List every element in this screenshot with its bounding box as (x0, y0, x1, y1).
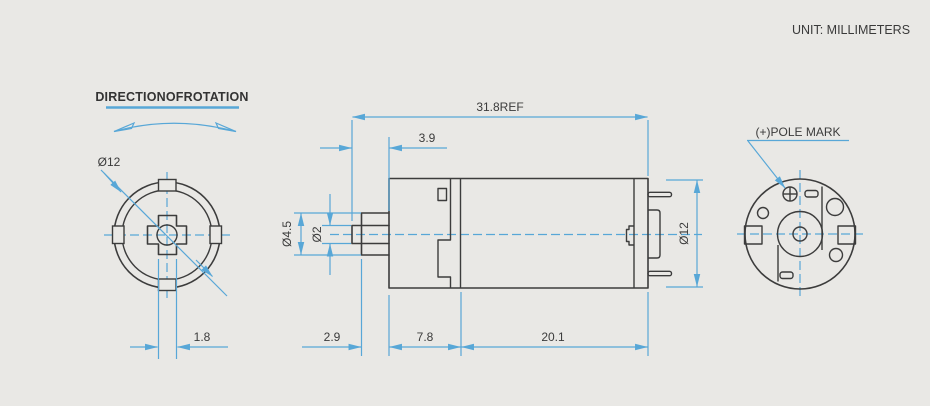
motor-body-outline (388, 177, 649, 289)
rear-terminal-slot-bottom (779, 271, 794, 280)
shaft-boss (360, 212, 390, 256)
front-slot-width-text: 1.8 (194, 330, 211, 344)
rear-bearing-bump (625, 225, 634, 246)
boss-length-dim: 2.9 (302, 259, 390, 356)
shaft-extension-dim: 3.9 (320, 131, 447, 211)
rear-terminal-slot-top (804, 189, 819, 198)
front-view: DIRECTIONOFROTATION Ø12 (95, 90, 248, 359)
gearbox-length-text: 7.8 (417, 330, 434, 344)
rear-hole-upper-right (825, 197, 845, 217)
front-slot-bottom (157, 278, 177, 292)
motor-length-dim: 20.1 (460, 292, 649, 356)
body-diameter-dim: Ø12 (666, 179, 703, 288)
front-outer-circle (113, 181, 221, 289)
rear-tab-right (837, 225, 857, 245)
shaft-diameter-text: Ø2 (310, 226, 324, 242)
side-view: 31.8REF 3.9 Ø4.5 Ø2 2 (280, 100, 703, 356)
unit-note: UNIT: MILLIMETERS (792, 23, 910, 37)
shaft-extension-text: 3.9 (419, 131, 436, 145)
rear-cap-bump (648, 209, 661, 259)
gearbox-parting-line (437, 178, 452, 288)
front-shaft-circle (156, 224, 178, 246)
front-slot-top (157, 178, 177, 192)
rear-tab-left (743, 225, 763, 245)
rear-hole-lower-right (828, 247, 844, 263)
overall-length-text: 31.8REF (476, 100, 523, 114)
terminal-pin-top (647, 191, 673, 198)
front-diameter-text: Ø12 (98, 155, 121, 169)
pole-mark-icon (782, 186, 798, 202)
gearbox-window (437, 187, 448, 202)
front-slot-left (111, 225, 125, 245)
rear-view: (+)POLE MARK (737, 125, 864, 299)
pole-mark-text: (+)POLE MARK (755, 125, 840, 139)
rotation-arrow-icon (113, 121, 237, 133)
rear-shaft-end-circle (792, 226, 808, 242)
body-diameter-text: Ø12 (677, 222, 691, 245)
pole-mark-callout: (+)POLE MARK (747, 125, 849, 189)
overall-length-dim: 31.8REF (351, 100, 649, 221)
shaft-diameter-dim: Ø2 (310, 194, 351, 275)
direction-of-rotation-label: DIRECTIONOFROTATION (95, 90, 248, 104)
front-slot-width-dim: 1.8 (130, 259, 228, 359)
front-diameter-dim: Ø12 (98, 155, 228, 297)
rear-hole-left (756, 206, 770, 220)
front-slot-right (209, 225, 223, 245)
boss-length-text: 2.9 (324, 330, 341, 344)
shaft (351, 224, 390, 245)
gearbox-length-dim: 7.8 (388, 292, 462, 356)
front-cross-boss (146, 214, 188, 256)
terminal-pin-bottom (647, 270, 673, 277)
boss-diameter-text: Ø4.5 (280, 221, 294, 247)
motor-length-text: 20.1 (541, 330, 565, 344)
